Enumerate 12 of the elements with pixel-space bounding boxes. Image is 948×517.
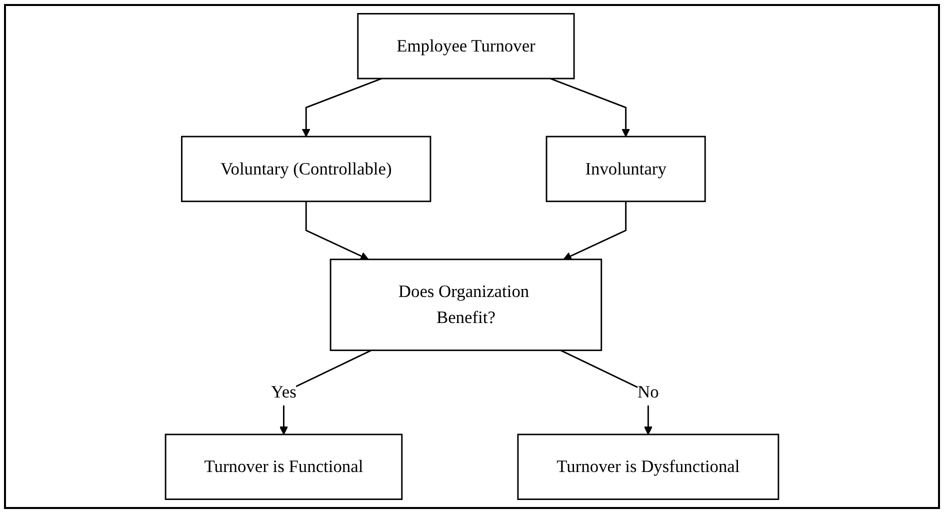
node-box: Voluntary (Controllable) — [181, 136, 432, 202]
edge-label: No — [638, 382, 659, 402]
edge-label: Yes — [271, 382, 296, 402]
arrow — [305, 201, 369, 260]
arrow — [550, 78, 630, 137]
node-box: Employee Turnover — [357, 13, 575, 80]
node-box: Does Organization Benefit? — [330, 258, 602, 352]
arrow — [302, 78, 382, 137]
node-box: Turnover is Functional — [164, 434, 403, 500]
node-box: Involuntary — [546, 136, 706, 202]
arrow — [563, 201, 627, 260]
node-box: Turnover is Dysfunctional — [517, 434, 780, 500]
